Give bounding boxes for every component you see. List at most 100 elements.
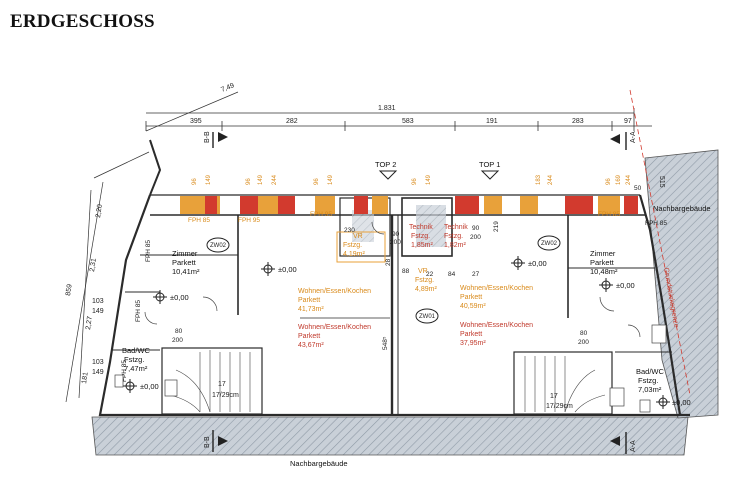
- level-marker: ±0,00: [261, 262, 297, 276]
- wall-tag-zw02-right: ZW02: [537, 235, 561, 251]
- svg-text:±0,00: ±0,00: [170, 293, 189, 302]
- svg-text:Bad/WC: Bad/WC: [636, 367, 665, 376]
- svg-text:Fstzg.: Fstzg.: [444, 233, 463, 240]
- level-marker: ±0,00: [123, 379, 159, 393]
- room-wohnen-right-red: Wohnen/Essen/Kochen Parkett 37,95m²: [460, 322, 533, 347]
- room-technik-right: Technik Fstzg. 1,82m²: [444, 224, 468, 249]
- dim-seg5: 283: [572, 118, 584, 125]
- dim-seg6: 97: [624, 118, 632, 125]
- svg-text:A-A: A-A: [630, 131, 637, 143]
- wall-tag-zw02-left: ZW02: [206, 237, 230, 253]
- dim-103b: 103: [92, 359, 104, 366]
- svg-text:±0,00: ±0,00: [672, 398, 691, 407]
- stair-dim-left: 17/29cm: [212, 392, 239, 399]
- staircase-right: [524, 356, 606, 413]
- svg-text:7,47m²: 7,47m²: [124, 364, 148, 373]
- room-technik-left: Technik Fstzg. 1,85m²: [409, 224, 433, 249]
- dim-overall: 1.831: [378, 105, 396, 112]
- dim-seg2: 282: [286, 118, 298, 125]
- staircase-left: [169, 350, 251, 413]
- fph-label: FPH 95: [238, 217, 260, 224]
- section-bb-top: B-B: [204, 131, 228, 148]
- dim-149d: 149: [258, 174, 264, 185]
- dim-169: 169: [616, 174, 622, 185]
- top1-label: TOP 1: [479, 160, 500, 169]
- dim-seg4: 191: [486, 118, 498, 125]
- svg-text:Parkett: Parkett: [172, 258, 197, 267]
- dim-200a: 200: [172, 337, 183, 344]
- dim-side2: 2,31: [89, 258, 98, 273]
- svg-text:Fstzg.: Fstzg.: [124, 355, 144, 364]
- fph-label: FPH 85: [188, 217, 210, 224]
- building-outline: [98, 139, 690, 417]
- fph-label: FPH 85: [121, 360, 128, 382]
- fph-label: FPH 85: [145, 240, 152, 262]
- svg-text:Technik: Technik: [409, 224, 433, 231]
- dim-244b: 244: [548, 174, 554, 185]
- svg-text:10,41m²: 10,41m²: [172, 267, 200, 276]
- room-bad-left: Bad/WC Fstzg. 7,47m²: [122, 346, 151, 373]
- dim-84: 84: [448, 271, 456, 278]
- svg-text:1,82m²: 1,82m²: [444, 242, 466, 249]
- svg-text:7,03m²: 7,03m²: [638, 385, 662, 394]
- svg-text:±0,00: ±0,00: [616, 281, 635, 290]
- svg-text:4,89m²: 4,89m²: [415, 286, 437, 293]
- svg-text:B-B: B-B: [204, 131, 211, 143]
- neighbor-building-bottom: [91, 416, 689, 456]
- stair-count-left: 17: [218, 381, 226, 388]
- svg-text:Wohnen/Essen/Kochen: Wohnen/Essen/Kochen: [460, 285, 533, 292]
- svg-text:Technik: Technik: [444, 224, 468, 231]
- svg-text:Parkett: Parkett: [298, 297, 320, 304]
- dim-149a: 149: [92, 308, 104, 315]
- level-marker: ±0,00: [511, 256, 547, 270]
- section-aa-top: A-A: [610, 131, 637, 150]
- dim-90b: 90: [472, 225, 480, 232]
- svg-text:Bad/WC: Bad/WC: [122, 346, 151, 355]
- room-wohnen-right-orange: Wohnen/Essen/Kochen Parkett 40,59m²: [460, 285, 533, 310]
- fph-label: FPH 85: [645, 220, 667, 227]
- dim-27: 27: [472, 271, 480, 278]
- dim-230: 230: [344, 227, 355, 234]
- dim-seg1: 395: [190, 118, 202, 125]
- neighbor-label-bottom: Nachbargebäude: [290, 459, 348, 468]
- dim-244c: 244: [626, 174, 632, 185]
- svg-text:10,48m²: 10,48m²: [590, 267, 618, 276]
- wall-tag-zw01: ZW01: [415, 308, 439, 324]
- svg-text:Wohnen/Essen/Kochen: Wohnen/Essen/Kochen: [460, 322, 533, 329]
- dim-183: 183: [536, 174, 542, 185]
- svg-text:Fstzg.: Fstzg.: [415, 277, 434, 284]
- dim-side1: 2,20: [95, 204, 104, 219]
- property-line: [629, 89, 691, 396]
- dim-50: 50: [634, 185, 642, 192]
- dim-244a: 244: [272, 174, 278, 185]
- dim-90a: 90: [392, 231, 400, 238]
- svg-text:±0,00: ±0,00: [140, 382, 159, 391]
- svg-text:Zimmer: Zimmer: [172, 249, 198, 258]
- svg-text:ZW02: ZW02: [210, 243, 227, 249]
- dim-80a: 80: [175, 328, 183, 335]
- dim-diagonal: 7,49: [220, 82, 235, 94]
- room-zimmer-right: Zimmer Parkett 10,48m²: [590, 249, 618, 276]
- svg-text:Fstzg.: Fstzg.: [411, 233, 430, 240]
- dim-548: 548⁵: [382, 336, 389, 350]
- dim-side3: 2,27: [85, 316, 94, 331]
- dim-96e: 96: [606, 178, 612, 185]
- dim-219: 219: [493, 221, 500, 232]
- dim-96c: 96: [314, 178, 320, 185]
- level-marker: ±0,00: [656, 395, 691, 409]
- svg-text:VR: VR: [353, 233, 363, 240]
- section-aa-bottom: A-A: [610, 432, 637, 454]
- dim-200c: 200: [390, 239, 401, 246]
- svg-text:Parkett: Parkett: [590, 258, 615, 267]
- svg-text:ZW02: ZW02: [541, 241, 558, 247]
- dim-80b: 80: [580, 330, 588, 337]
- dim-side-total: 859: [65, 284, 74, 297]
- neighbor-label-right: Nachbargebäude: [653, 204, 711, 213]
- dim-200b: 200: [578, 339, 589, 346]
- svg-text:A-A: A-A: [630, 440, 637, 452]
- room-zimmer-left: Zimmer Parkett 10,41m²: [172, 249, 200, 276]
- dim-seg3: 583: [402, 118, 414, 125]
- svg-text:±0,00: ±0,00: [278, 265, 297, 274]
- fph-label: FPH 95: [310, 211, 332, 218]
